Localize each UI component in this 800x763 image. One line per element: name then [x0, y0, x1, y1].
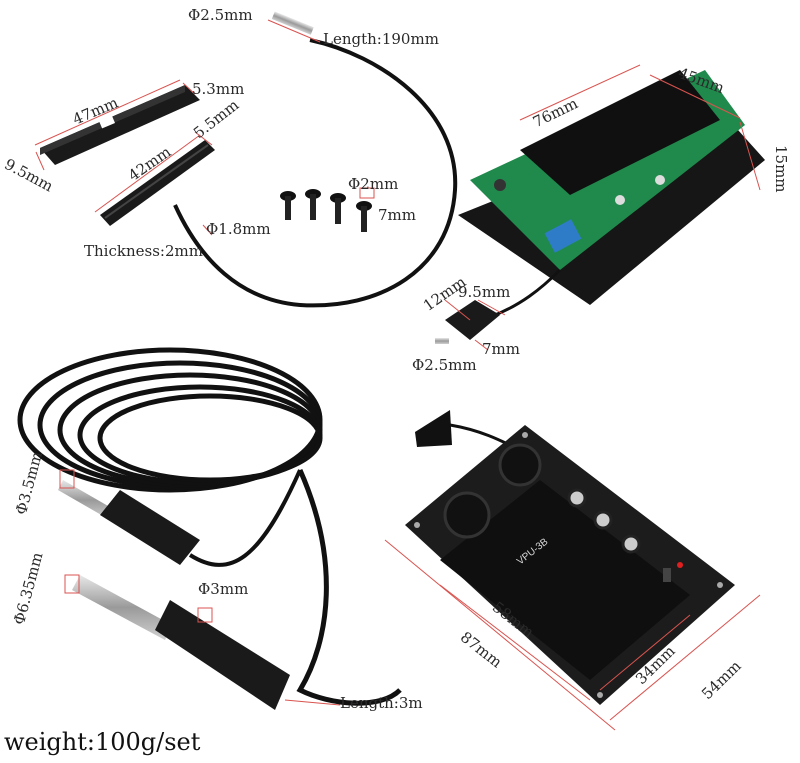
pickup-short-height-label: 5.3mm — [192, 80, 245, 98]
jack-diameter-label: Φ2.5mm — [412, 356, 477, 374]
weight-label: weight:100g/set — [4, 728, 201, 756]
preamp-board — [458, 70, 765, 305]
pickup-bar-long — [100, 140, 215, 226]
jack-length-label: 9.5mm — [458, 283, 511, 301]
pickup-bar-short — [40, 85, 200, 165]
screws — [280, 189, 372, 232]
jack-height-label: 7mm — [482, 340, 520, 358]
coiled-cord — [17, 347, 402, 706]
screw-length-label: 7mm — [378, 206, 416, 224]
screw-diameter-label: Φ2mm — [348, 175, 399, 193]
control-panel: VPU-3B — [405, 410, 735, 705]
pickup-wire-diameter-label: Φ1.8mm — [206, 220, 271, 238]
pickup-cable — [173, 11, 458, 308]
cord-diameter-label: Φ3mm — [198, 580, 249, 598]
cord-length-label: Length:3m — [340, 694, 423, 712]
plug-3-5mm — [58, 469, 302, 567]
cable-length-label: Length:190mm — [323, 30, 439, 48]
dimension-lines — [34, 19, 761, 731]
cable-tip-diameter-label: Φ2.5mm — [188, 6, 253, 24]
output-jack — [435, 268, 562, 344]
pickup-thickness-label: Thickness:2mm — [84, 242, 203, 260]
plug-6-35mm — [72, 575, 290, 710]
board-height-label: 15mm — [772, 145, 790, 193]
